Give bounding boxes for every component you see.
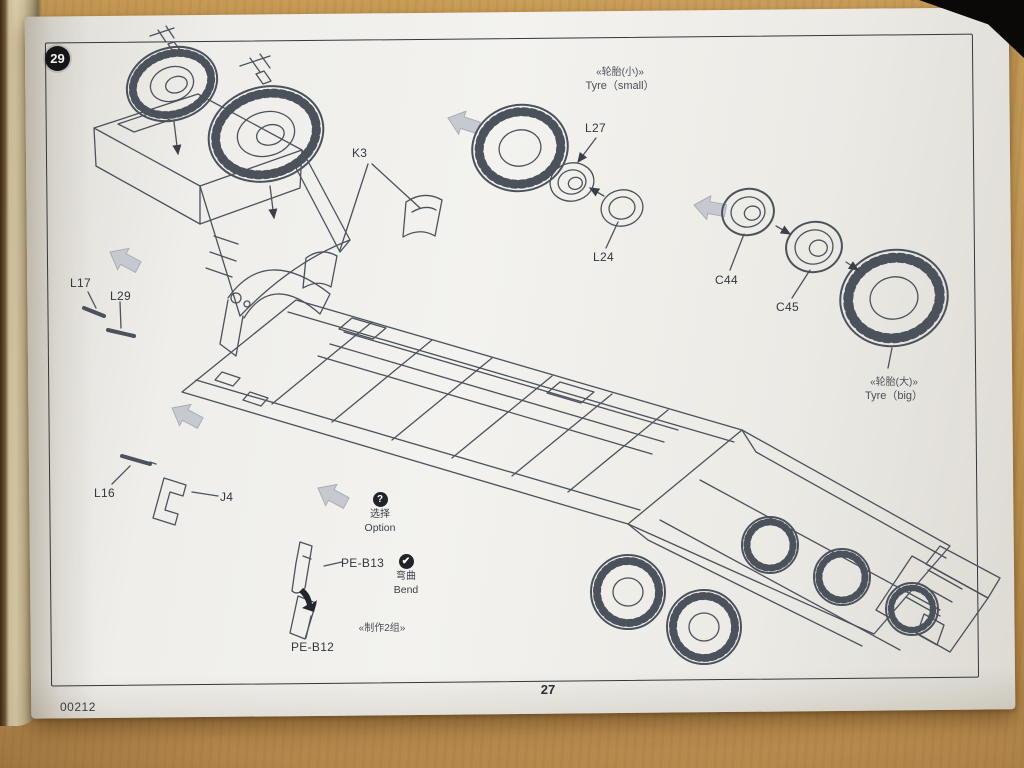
diagram-border-frame — [44, 33, 980, 687]
part-label-k3: K3 — [352, 146, 368, 160]
tyre-small-caption-cn: «轮胎(小)» — [596, 67, 644, 78]
page-number: 27 — [540, 682, 556, 697]
bend-label-cn: 弯曲 — [396, 571, 416, 582]
option-icon: ? — [372, 492, 388, 507]
part-label-j4: J4 — [220, 490, 234, 504]
option-marker: ? 选择 Option — [352, 492, 408, 535]
manual-page — [24, 7, 1016, 719]
step-number-badge: 29 — [45, 46, 70, 71]
part-label-pe-b12: PE-B12 — [291, 640, 335, 654]
option-label-en: Option — [364, 521, 396, 534]
tyre-big-caption-en: Tyre（big） — [864, 390, 924, 402]
make-two-sets-text: «制作2组» — [358, 623, 406, 634]
kit-code: 00212 — [60, 700, 96, 714]
bend-icon: ✔ — [398, 554, 414, 569]
bend-marker: ✔ 弯曲 Bend — [378, 554, 434, 597]
part-label-l17: L17 — [70, 276, 91, 290]
option-label-cn: 选择 — [370, 509, 390, 520]
tyre-small-caption: «轮胎(小)» Tyre（small） — [565, 66, 675, 93]
part-label-l16: L16 — [94, 486, 115, 500]
part-label-l27: L27 — [585, 121, 606, 135]
tyre-big-caption-cn: «轮胎(大)» — [870, 377, 918, 388]
part-label-pe-b13: PE-B13 — [341, 556, 385, 570]
bend-label-en: Bend — [393, 583, 419, 596]
make-two-sets-note: «制作2组» — [342, 622, 422, 635]
tyre-big-caption: «轮胎(大)» Tyre（big） — [836, 376, 952, 403]
part-label-c44: C44 — [715, 273, 738, 287]
tyre-small-caption-en: Tyre（small） — [585, 80, 655, 92]
part-label-l24: L24 — [593, 250, 614, 264]
part-label-l29: L29 — [110, 289, 131, 303]
part-label-c45: C45 — [776, 300, 799, 314]
